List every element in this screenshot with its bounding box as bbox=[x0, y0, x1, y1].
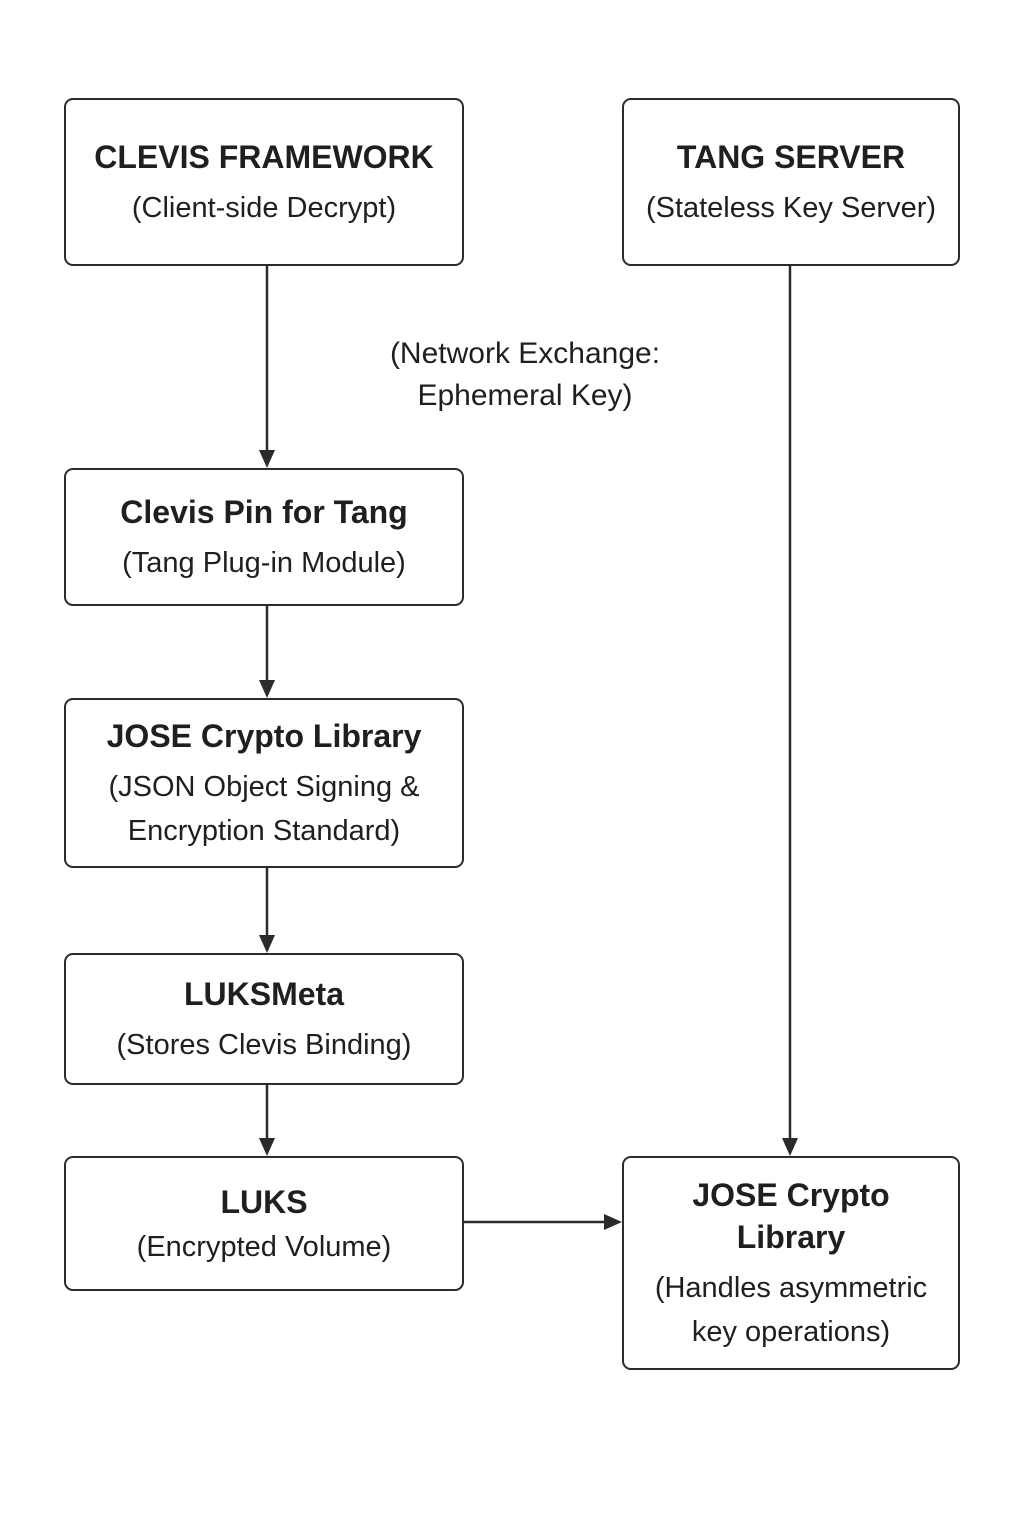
jose-library-subtitle-line-2: Encryption Standard) bbox=[127, 815, 401, 847]
luksmeta-subtitle: (Stores Clevis Binding) bbox=[116, 1029, 412, 1061]
clevis-framework-title: CLEVIS FRAMEWORK bbox=[94, 139, 434, 175]
jose-right-title-line-2: Library bbox=[736, 1219, 846, 1255]
clevis-pin-subtitle: (Tang Plug-in Module) bbox=[122, 547, 406, 579]
luks-subtitle: (Encrypted Volume) bbox=[136, 1230, 392, 1263]
jose-library-box: JOSE Crypto Library (JSON Object Signing… bbox=[64, 698, 464, 868]
luksmeta-title: LUKSMeta bbox=[183, 976, 344, 1012]
clevis-pin-box: Clevis Pin for Tang (Tang Plug-in Module… bbox=[64, 468, 464, 606]
arrow-luks-to-jose-right bbox=[464, 1214, 622, 1230]
arrow-pin-to-jose bbox=[259, 606, 275, 698]
tang-server-subtitle: (Stateless Key Server) bbox=[645, 192, 937, 224]
jose-library-title: JOSE Crypto Library bbox=[106, 718, 422, 754]
clevis-framework-subtitle: (Client-side Decrypt) bbox=[131, 192, 397, 224]
luks-title: LUKS bbox=[220, 1183, 308, 1220]
clevis-framework-box: CLEVIS FRAMEWORK (Client-side Decrypt) bbox=[64, 98, 464, 266]
tang-server-title: TANG SERVER bbox=[676, 139, 906, 175]
jose-right-title-line-1: JOSE Crypto bbox=[692, 1177, 890, 1213]
jose-library-subtitle-line-1: (JSON Object Signing & bbox=[108, 771, 420, 803]
arrow-tang-to-jose-right bbox=[782, 266, 798, 1156]
tang-server-box: TANG SERVER (Stateless Key Server) bbox=[622, 98, 960, 266]
network-exchange-line-2: Ephemeral Key) bbox=[417, 379, 633, 412]
jose-right-subtitle-line-1: (Handles asymmetric bbox=[654, 1272, 928, 1304]
luksmeta-box: LUKSMeta (Stores Clevis Binding) bbox=[64, 953, 464, 1085]
arrow-clevis-to-pin bbox=[259, 266, 275, 468]
arrow-luksmeta-to-luks bbox=[259, 1085, 275, 1156]
jose-right-box: JOSE Crypto Library (Handles asymmetric … bbox=[622, 1156, 960, 1370]
arrow-jose-to-luksmeta bbox=[259, 868, 275, 953]
network-exchange-line-1: (Network Exchange: bbox=[389, 337, 661, 370]
clevis-pin-title: Clevis Pin for Tang bbox=[120, 494, 408, 530]
luks-box: LUKS (Encrypted Volume) bbox=[64, 1156, 464, 1291]
network-exchange-note: (Network Exchange: Ephemeral Key) bbox=[330, 333, 720, 417]
jose-right-subtitle-line-2: key operations) bbox=[691, 1316, 891, 1348]
